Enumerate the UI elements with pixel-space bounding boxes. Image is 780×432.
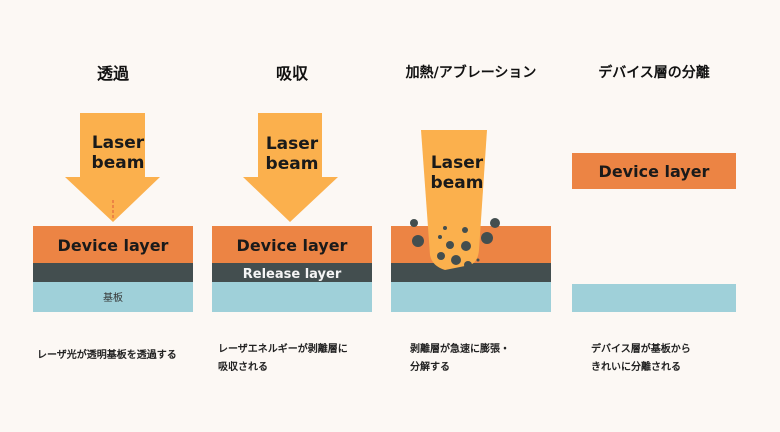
caption-transmission: レーザ光が透明基板を透過する xyxy=(37,347,177,365)
caption-line: 剥離層が急速に膨張・ xyxy=(410,344,510,355)
panel-separation: Device layer xyxy=(572,153,736,312)
panel-title-separation: デバイス層の分離 xyxy=(598,65,710,81)
panel-ablation: Laser beam xyxy=(391,130,551,312)
caption-line: きれいに分離される xyxy=(591,362,681,373)
laser-arrow xyxy=(65,113,160,222)
laser-arrow xyxy=(243,113,338,222)
caption-line: レーザエネルギーが剥離層に xyxy=(218,344,348,355)
panel-transmission: Laser beam Device layer 基板 xyxy=(33,113,193,312)
caption-line: 吸収される xyxy=(218,362,268,373)
substrate xyxy=(212,282,372,312)
panel-title-absorption: 吸収 xyxy=(275,64,308,83)
beam-label: Laser xyxy=(266,134,319,154)
release-layer xyxy=(212,263,372,282)
caption-line: 分解する xyxy=(410,362,450,373)
panel-title-transmission: 透過 xyxy=(96,64,129,83)
device-layer-label: Device layer xyxy=(237,236,348,255)
substrate xyxy=(391,282,551,312)
device-layer xyxy=(33,226,193,263)
caption-separation: デバイス層が基板からきれいに分離される xyxy=(591,341,691,377)
release-layer xyxy=(33,263,193,282)
substrate xyxy=(572,284,736,312)
caption-absorption: レーザエネルギーが剥離層に吸収される xyxy=(218,341,348,377)
panel-title-ablation: 加熱/アブレーション xyxy=(405,65,537,81)
release-layer-label: Release layer xyxy=(243,267,342,282)
laser-beam xyxy=(421,130,487,270)
device-layer-label: Device layer xyxy=(58,236,169,255)
ablation-debris xyxy=(410,218,500,276)
beam-label: Laser xyxy=(92,133,145,153)
panel-absorption: Laser beam Device layer Release layer xyxy=(212,113,372,312)
beam-label: Laser xyxy=(431,153,484,173)
beam-label: beam xyxy=(431,173,484,193)
device-layer xyxy=(212,226,372,263)
caption-ablation: 剥離層が急速に膨張・分解する xyxy=(410,341,510,377)
caption-line: レーザ光が透明基板を透過する xyxy=(37,350,177,361)
substrate-label: 基板 xyxy=(103,291,123,304)
beam-label: beam xyxy=(92,153,145,173)
device-layer xyxy=(572,153,736,189)
device-layer-label: Device layer xyxy=(599,162,710,181)
caption-line: デバイス層が基板から xyxy=(591,344,691,355)
release-layer xyxy=(391,263,551,282)
substrate xyxy=(33,282,193,312)
beam-label: beam xyxy=(266,154,319,174)
